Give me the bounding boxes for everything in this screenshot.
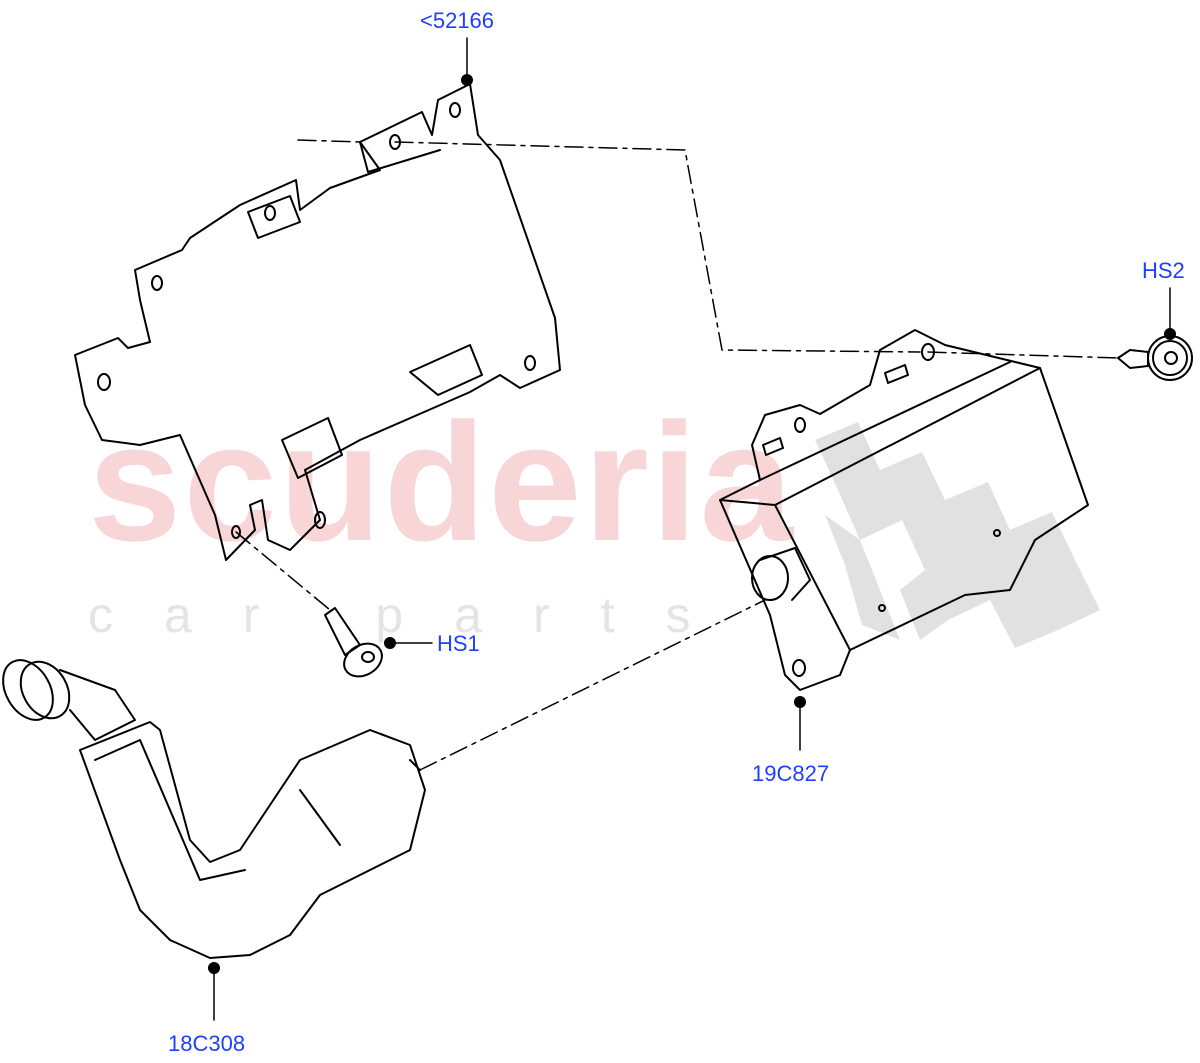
connector-cover-drawing xyxy=(2,659,426,959)
assembly-leader-lines xyxy=(235,139,1119,771)
control-module-drawing xyxy=(719,329,1089,691)
watermark-car-parts: car parts xyxy=(88,587,742,643)
callout-18c308[interactable]: 18C308 xyxy=(168,1031,246,1056)
mounting-bracket-drawing xyxy=(74,83,561,561)
callout-52166[interactable]: <52166 xyxy=(420,8,495,33)
callout-leaders xyxy=(208,37,1176,1021)
callout-hs1[interactable]: HS1 xyxy=(437,631,480,656)
screw-hs1-drawing xyxy=(324,607,383,678)
callout-19c827[interactable]: 19C827 xyxy=(752,761,830,786)
callout-hs2[interactable]: HS2 xyxy=(1142,258,1185,283)
screw-hs2-drawing xyxy=(1117,335,1193,381)
watermark-scuderia: scuderia xyxy=(88,388,796,576)
